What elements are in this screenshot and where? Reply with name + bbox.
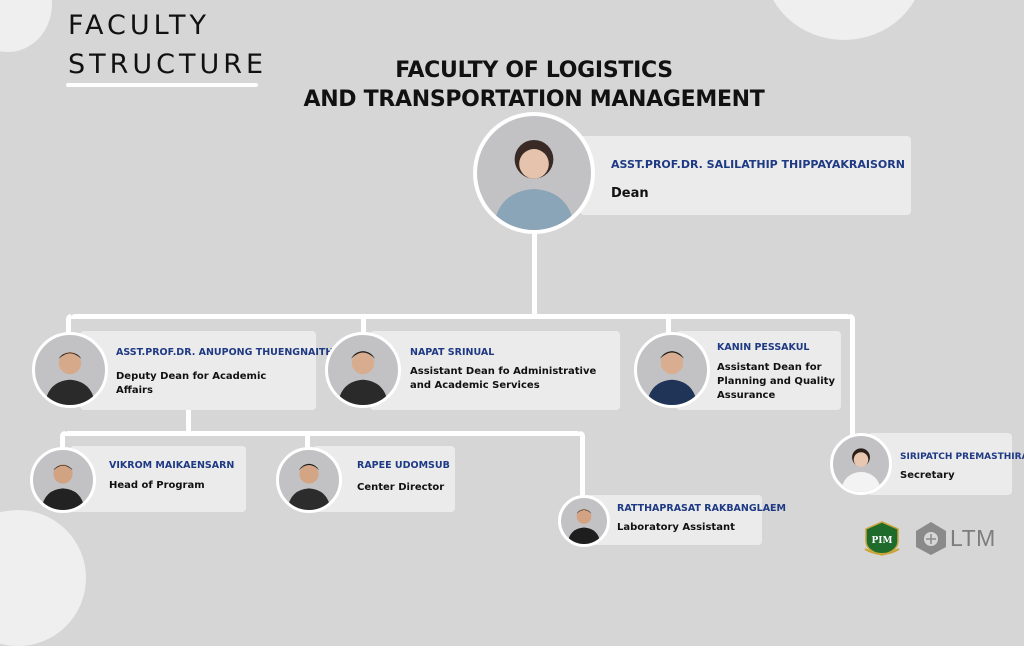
lab-assistant-name: RATTHAPRASAT RAKBANGLAEM — [617, 503, 787, 514]
secretary-card — [868, 433, 1012, 495]
connector-to-admin — [361, 314, 366, 336]
assistant-admin-name: NAPAT SRINUAL — [410, 347, 495, 358]
connector-deputy-down — [186, 408, 191, 434]
center-director-avatar — [276, 447, 342, 513]
page-title-line-1: FACULTY OF LOGISTICS — [395, 58, 673, 83]
dean-avatar — [473, 112, 595, 234]
deputy-role: Deputy Dean for Academic Affairs — [116, 371, 267, 396]
header-line-2: STRUCTURE — [68, 49, 268, 80]
head-program-card — [70, 446, 246, 512]
connector-to-planning — [666, 314, 671, 336]
assistant-planning-avatar — [634, 332, 710, 408]
head-program-avatar — [30, 447, 96, 513]
assistant-admin-avatar — [325, 332, 401, 408]
assistant-planning-name: KANIN PESSAKUL — [717, 342, 810, 353]
assistant-planning-role: Assistant Dean for Planning and Quality … — [717, 362, 835, 401]
connector-dean-down — [532, 230, 537, 318]
connector-to-head — [60, 431, 65, 451]
person-silhouette-icon — [287, 463, 331, 510]
connector-to-center — [305, 431, 310, 451]
lab-assistant-role: Laboratory Assistant — [617, 522, 735, 533]
person-silhouette-icon — [840, 448, 882, 492]
person-silhouette-icon — [646, 351, 698, 405]
assistant-admin-role: Assistant Dean fo Administrative and Aca… — [410, 366, 597, 391]
person-silhouette-icon — [567, 509, 601, 544]
center-director-name: RAPEE UDOMSUB — [357, 460, 450, 471]
center-director-role: Center Director — [357, 482, 445, 493]
person-silhouette-icon — [337, 351, 389, 405]
secretary-avatar — [830, 433, 892, 495]
header-line-1: FACULTY — [68, 10, 210, 41]
decor-circle-bottom-left — [0, 510, 86, 646]
connector-to-lab — [580, 431, 585, 499]
head-program-role: Head of Program — [109, 480, 205, 491]
dean-card — [580, 136, 911, 215]
assistant-admin-card — [370, 331, 620, 410]
decor-circle-top-left — [0, 0, 52, 52]
deputy-name: ASST.PROF.DR. ANUPONG THUENGNAITHAM — [116, 347, 351, 358]
lab-assistant-card — [584, 495, 762, 545]
page-title-line-2: AND TRANSPORTATION MANAGEMENT — [303, 87, 765, 112]
connector-to-secretary — [850, 314, 855, 442]
deputy-avatar — [32, 332, 108, 408]
dean-name: ASST.PROF.DR. SALILATHIP THIPPAYAKRAISOR… — [611, 158, 905, 171]
deputy-card — [80, 331, 316, 410]
dean-role: Dean — [611, 186, 649, 201]
connector-top-bus — [70, 314, 852, 319]
connector-bottom-bus — [63, 431, 582, 436]
pim-logo: PIM — [862, 519, 902, 557]
head-program-name: VIKROM MAIKAENSARN — [109, 460, 235, 471]
svg-text:PIM: PIM — [872, 536, 893, 546]
ltm-logo: LTM — [914, 519, 1010, 557]
header-underline — [66, 83, 258, 87]
ltm-logo-text: LTM — [950, 525, 996, 551]
lab-assistant-avatar — [558, 495, 610, 547]
person-silhouette-icon — [41, 464, 85, 510]
decor-circle-top-right — [764, 0, 924, 40]
person-silhouette-icon — [492, 139, 576, 230]
person-silhouette-icon — [44, 351, 96, 405]
secretary-name: SIRIPATCH PREMASTHIRA — [900, 452, 1024, 462]
connector-to-deputy — [66, 314, 71, 340]
secretary-role: Secretary — [900, 470, 955, 481]
